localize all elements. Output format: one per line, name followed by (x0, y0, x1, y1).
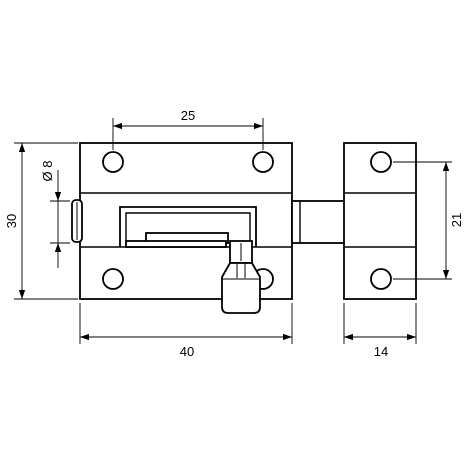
bolt-end-cap (71, 199, 83, 243)
bolt-rod (291, 200, 347, 244)
mounting-hole (102, 151, 124, 173)
handle-slot (119, 206, 257, 248)
dimension-keeper-hole-spacing: 21 (393, 161, 464, 280)
dimension-keeper-width: 14 (343, 303, 417, 359)
bolt-handle (221, 240, 261, 314)
dimension-label-top-width: 25 (181, 108, 195, 123)
dimension-diameter: Ø 8 (40, 161, 70, 268)
mounting-hole (102, 268, 124, 290)
keeper-hole (370, 268, 392, 290)
dimension-label-keeper-hole-spacing: 21 (449, 213, 464, 227)
dimension-label-keeper-width: 14 (374, 344, 388, 359)
dimension-label-total-width: 40 (180, 344, 194, 359)
bolt-body (71, 142, 293, 314)
keeper-hole (370, 151, 392, 173)
keeper (343, 142, 417, 300)
mounting-hole (252, 151, 274, 173)
dimension-label-height: 30 (4, 214, 19, 228)
dimension-label-diameter: Ø 8 (40, 161, 55, 182)
dimension-total-width: 40 (79, 303, 293, 359)
dimension-top-width: 25 (112, 108, 264, 150)
dimension-height: 30 (4, 142, 78, 300)
